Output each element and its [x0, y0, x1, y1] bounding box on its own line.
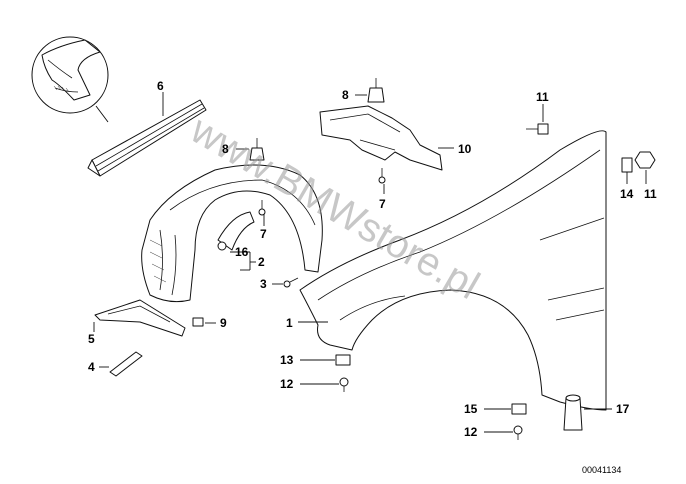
part-9-nut: [192, 317, 216, 327]
part-10-shield: [319, 105, 454, 171]
part-17-sleeve: [563, 394, 612, 431]
callout-8-right: 8: [342, 88, 349, 102]
part-7-screw-right: [378, 168, 386, 194]
callout-17: 17: [616, 402, 630, 416]
detail-circle: [31, 36, 109, 123]
part-4-clip: [99, 351, 143, 377]
part-8-clip-left: [236, 138, 265, 161]
callout-11-right: 11: [644, 187, 657, 201]
callout-7-left: 7: [260, 227, 267, 241]
part-14-clip: [621, 157, 633, 184]
callout-5: 5: [88, 332, 95, 346]
callout-9: 9: [220, 316, 227, 330]
callout-10: 10: [458, 142, 472, 156]
callout-12-centre: 12: [280, 377, 294, 391]
callout-14: 14: [620, 187, 634, 201]
callout-13: 13: [280, 353, 294, 367]
callout-12-right: 12: [464, 425, 478, 439]
reference-number: 00041134: [582, 465, 621, 475]
callout-1: 1: [286, 316, 293, 330]
leader-2-16: [230, 251, 256, 271]
part-11-nut-right: [634, 151, 656, 184]
part-12-screw-right: [484, 425, 523, 440]
callout-11-top: 11: [536, 90, 549, 104]
part-3-screw: [272, 277, 299, 288]
part-6-strip: [87, 92, 207, 177]
callout-15: 15: [464, 402, 478, 416]
callout-2: 2: [258, 255, 265, 269]
callout-7-right: 7: [379, 197, 386, 211]
part-1-fender: [298, 130, 607, 411]
part-11-bolt-top: [526, 104, 549, 135]
callout-3: 3: [260, 277, 267, 291]
part-8-clip-right: [355, 78, 385, 103]
part-12-screw-centre: [300, 377, 349, 392]
part-7-screw-left: [258, 200, 266, 226]
callout-6: 6: [157, 79, 164, 93]
callout-8-left: 8: [222, 142, 229, 156]
part-5-bracket: [93, 299, 186, 337]
part-15-clip: [484, 403, 527, 415]
part-2-wheel-arch-liner: [141, 164, 323, 303]
callout-4: 4: [88, 360, 95, 374]
part-13-clip: [300, 354, 351, 366]
callout-16: 16: [235, 245, 249, 259]
